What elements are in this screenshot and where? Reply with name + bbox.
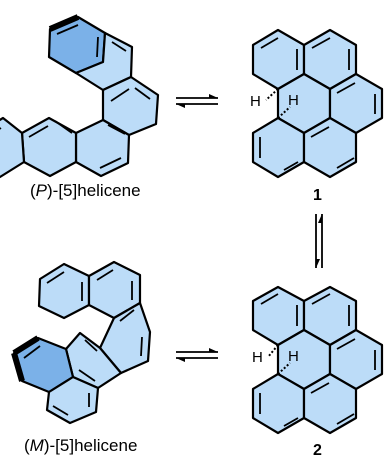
equilibrium-arrow-top bbox=[176, 94, 218, 108]
double-bonds bbox=[0, 24, 151, 169]
double-bonds bbox=[259, 37, 376, 171]
p-helicene-label: (P)-[5]helicene bbox=[30, 181, 141, 200]
ring bbox=[0, 116, 26, 179]
m-helicene-structure bbox=[11, 260, 152, 425]
h-label: H bbox=[252, 349, 263, 366]
hash-bond bbox=[277, 362, 291, 375]
compound-2-structure bbox=[251, 285, 384, 435]
thick-bond bbox=[48, 14, 80, 32]
h-label: H bbox=[288, 92, 299, 109]
equilibrium-arrow-vertical bbox=[315, 214, 323, 268]
h-label: H bbox=[250, 93, 261, 110]
double-bonds bbox=[23, 269, 143, 416]
hash-bond bbox=[267, 344, 279, 358]
m-helicene-label: (M)-[5]helicene bbox=[24, 436, 137, 455]
ring bbox=[45, 375, 100, 425]
h-label: H bbox=[288, 348, 299, 365]
compound-1-structure bbox=[251, 28, 384, 179]
double-bonds bbox=[259, 293, 376, 427]
compound-2-label: 2 bbox=[313, 442, 322, 458]
p-helicene-structure bbox=[0, 14, 160, 179]
equilibrium-arrow-bottom bbox=[176, 348, 218, 362]
ring bbox=[20, 116, 78, 178]
compound-1-label: 1 bbox=[313, 187, 322, 204]
hash-bond bbox=[265, 88, 279, 101]
hash-bond bbox=[277, 106, 291, 119]
thick-bond bbox=[11, 335, 40, 382]
